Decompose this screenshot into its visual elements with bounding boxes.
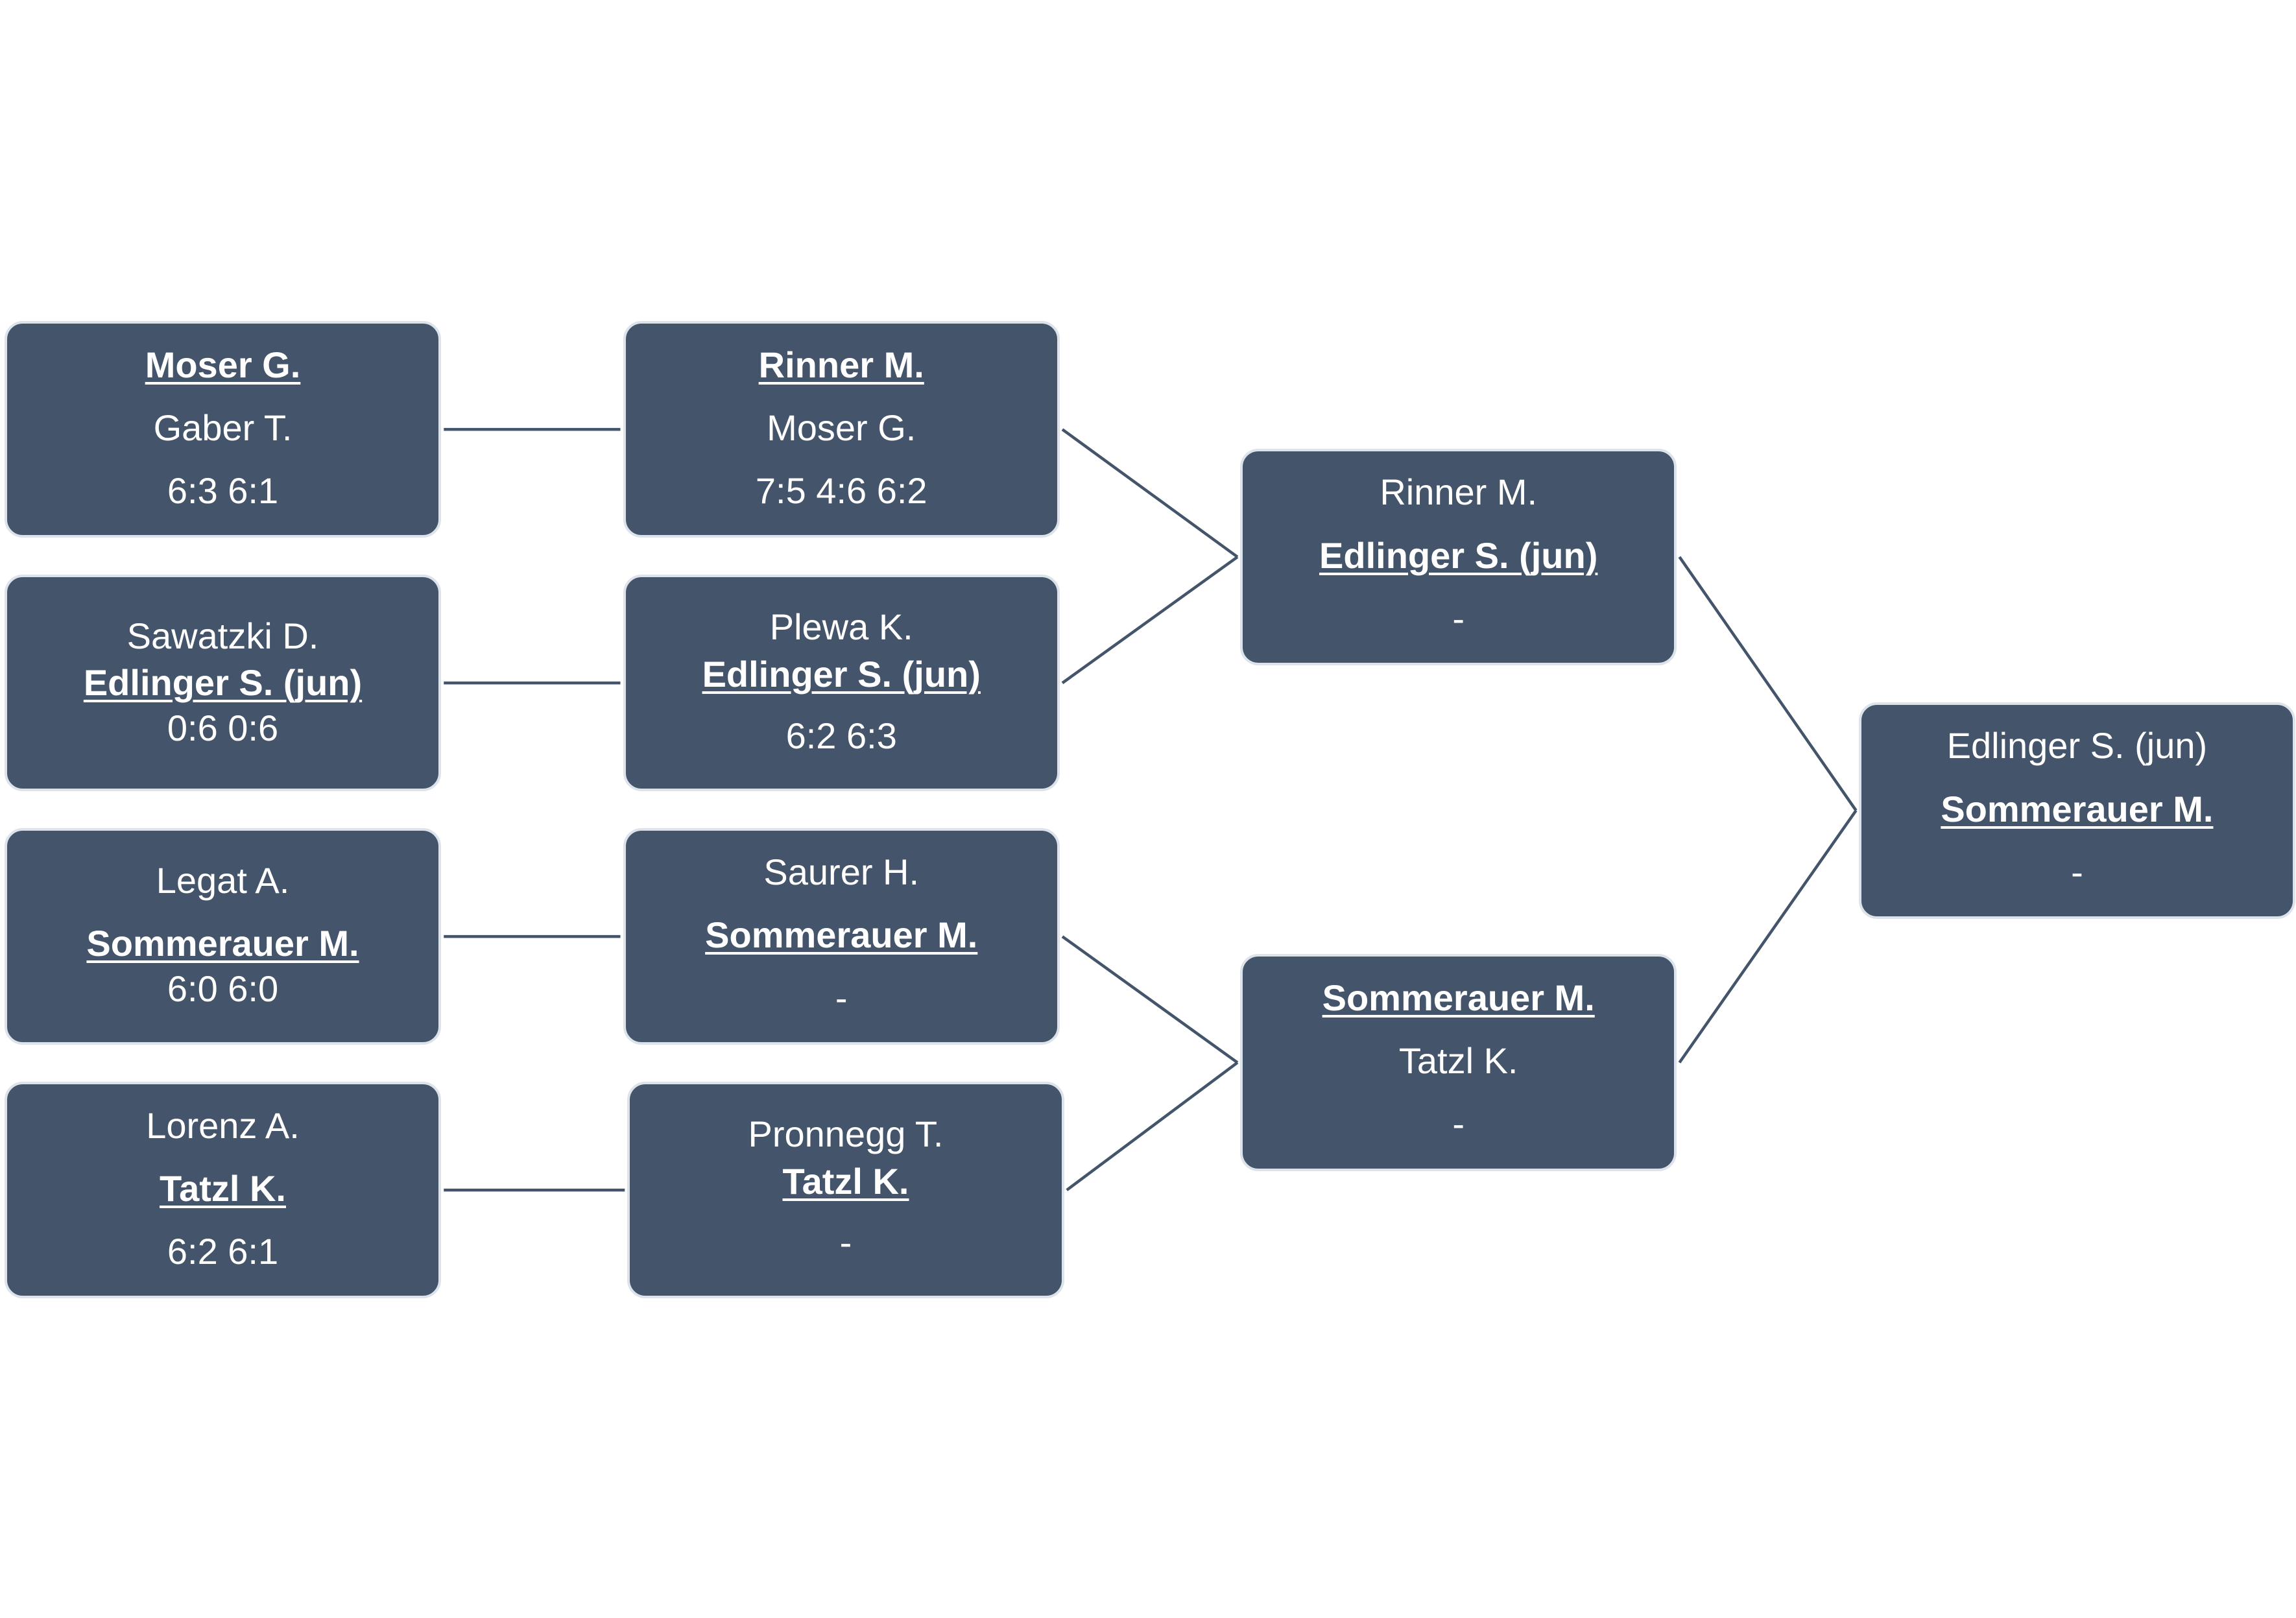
match-box-r1-m4: Lorenz A. Tatzl K. 6:2 6:1	[4, 1081, 442, 1299]
player-2-label: Tatzl K.	[160, 1167, 286, 1209]
player-2-label: Sommerauer M.	[86, 923, 359, 964]
match-box-r3-m1: Rinner M. Edlinger S. (jun) -	[1239, 448, 1677, 666]
player-1-label: Legat A.	[156, 860, 290, 901]
connector-line	[1066, 1061, 1239, 1191]
player-2-label: Sommerauer M.	[1941, 788, 2214, 829]
connector-line	[1061, 428, 1239, 558]
connector-line	[1061, 935, 1239, 1064]
score-label: -	[835, 977, 848, 1019]
player-2-label: Edlinger S. (jun)	[702, 653, 981, 695]
score-label: -	[1452, 1103, 1465, 1145]
player-1-label: Moser G.	[145, 344, 301, 385]
player-2-label: Tatzl K.	[1398, 1040, 1518, 1082]
player-1-label: Rinner M.	[758, 344, 924, 385]
score-label: 7:5 4:6 6:2	[755, 470, 927, 512]
score-label: 0:6 0:6	[167, 708, 279, 749]
player-2-label: Edlinger S. (jun)	[83, 662, 363, 704]
player-1-label: Saurer H.	[763, 851, 920, 892]
match-box-r1-m2: Sawatzki D. Edlinger S. (jun)0:6 0:6	[4, 574, 442, 792]
player-1-label: Sommerauer M.	[1322, 977, 1595, 1019]
player-1-label: Sawatzki D.	[126, 615, 319, 656]
player-2-label: Sommerauer M.	[705, 914, 978, 955]
player-1-label: Rinner M.	[1380, 471, 1538, 513]
player-2-label: Tatzl K.	[782, 1160, 909, 1202]
player-1-label: Edlinger S. (jun)	[1946, 725, 2208, 767]
connector-line	[1678, 809, 1858, 1064]
player-2-label: Edlinger S. (jun)	[1319, 534, 1598, 576]
score-label: -	[2071, 851, 2083, 892]
match-box-r3-m2: Sommerauer M. Tatzl K. -	[1239, 954, 1677, 1171]
match-box-r2-m2: Plewa K. Edlinger S. (jun) 6:2 6:3	[623, 574, 1060, 792]
score-label: 6:2 6:1	[167, 1231, 279, 1272]
match-box-r1-m1: Moser G. Gaber T. 6:3 6:1	[4, 320, 442, 538]
connector-line	[1678, 556, 1858, 812]
score-label: 6:0 6:0	[167, 968, 279, 1010]
match-box-r2-m3: Saurer H. Sommerauer M. -	[623, 827, 1060, 1045]
player-1-label: Pronnegg T.	[748, 1113, 944, 1155]
match-box-r4-m1: Edlinger S. (jun) Sommerauer M. -	[1858, 702, 2296, 919]
score-label: -	[839, 1222, 852, 1263]
score-label: 6:3 6:1	[167, 470, 279, 512]
player-2-label: Moser G.	[767, 407, 916, 448]
connector-line	[1061, 555, 1239, 684]
match-box-r2-m1: Rinner M. Moser G. 7:5 4:6 6:2	[623, 320, 1060, 538]
score-label: -	[1452, 597, 1465, 639]
match-box-r1-m3: Legat A. Sommerauer M.6:0 6:0	[4, 827, 442, 1045]
player-1-label: Lorenz A.	[146, 1104, 300, 1146]
match-box-r2-m4: Pronnegg T. Tatzl K. -	[627, 1081, 1064, 1299]
player-2-label: Gaber T.	[153, 407, 293, 448]
score-label: 6:2 6:3	[785, 715, 897, 756]
player-1-label: Plewa K.	[769, 606, 913, 648]
